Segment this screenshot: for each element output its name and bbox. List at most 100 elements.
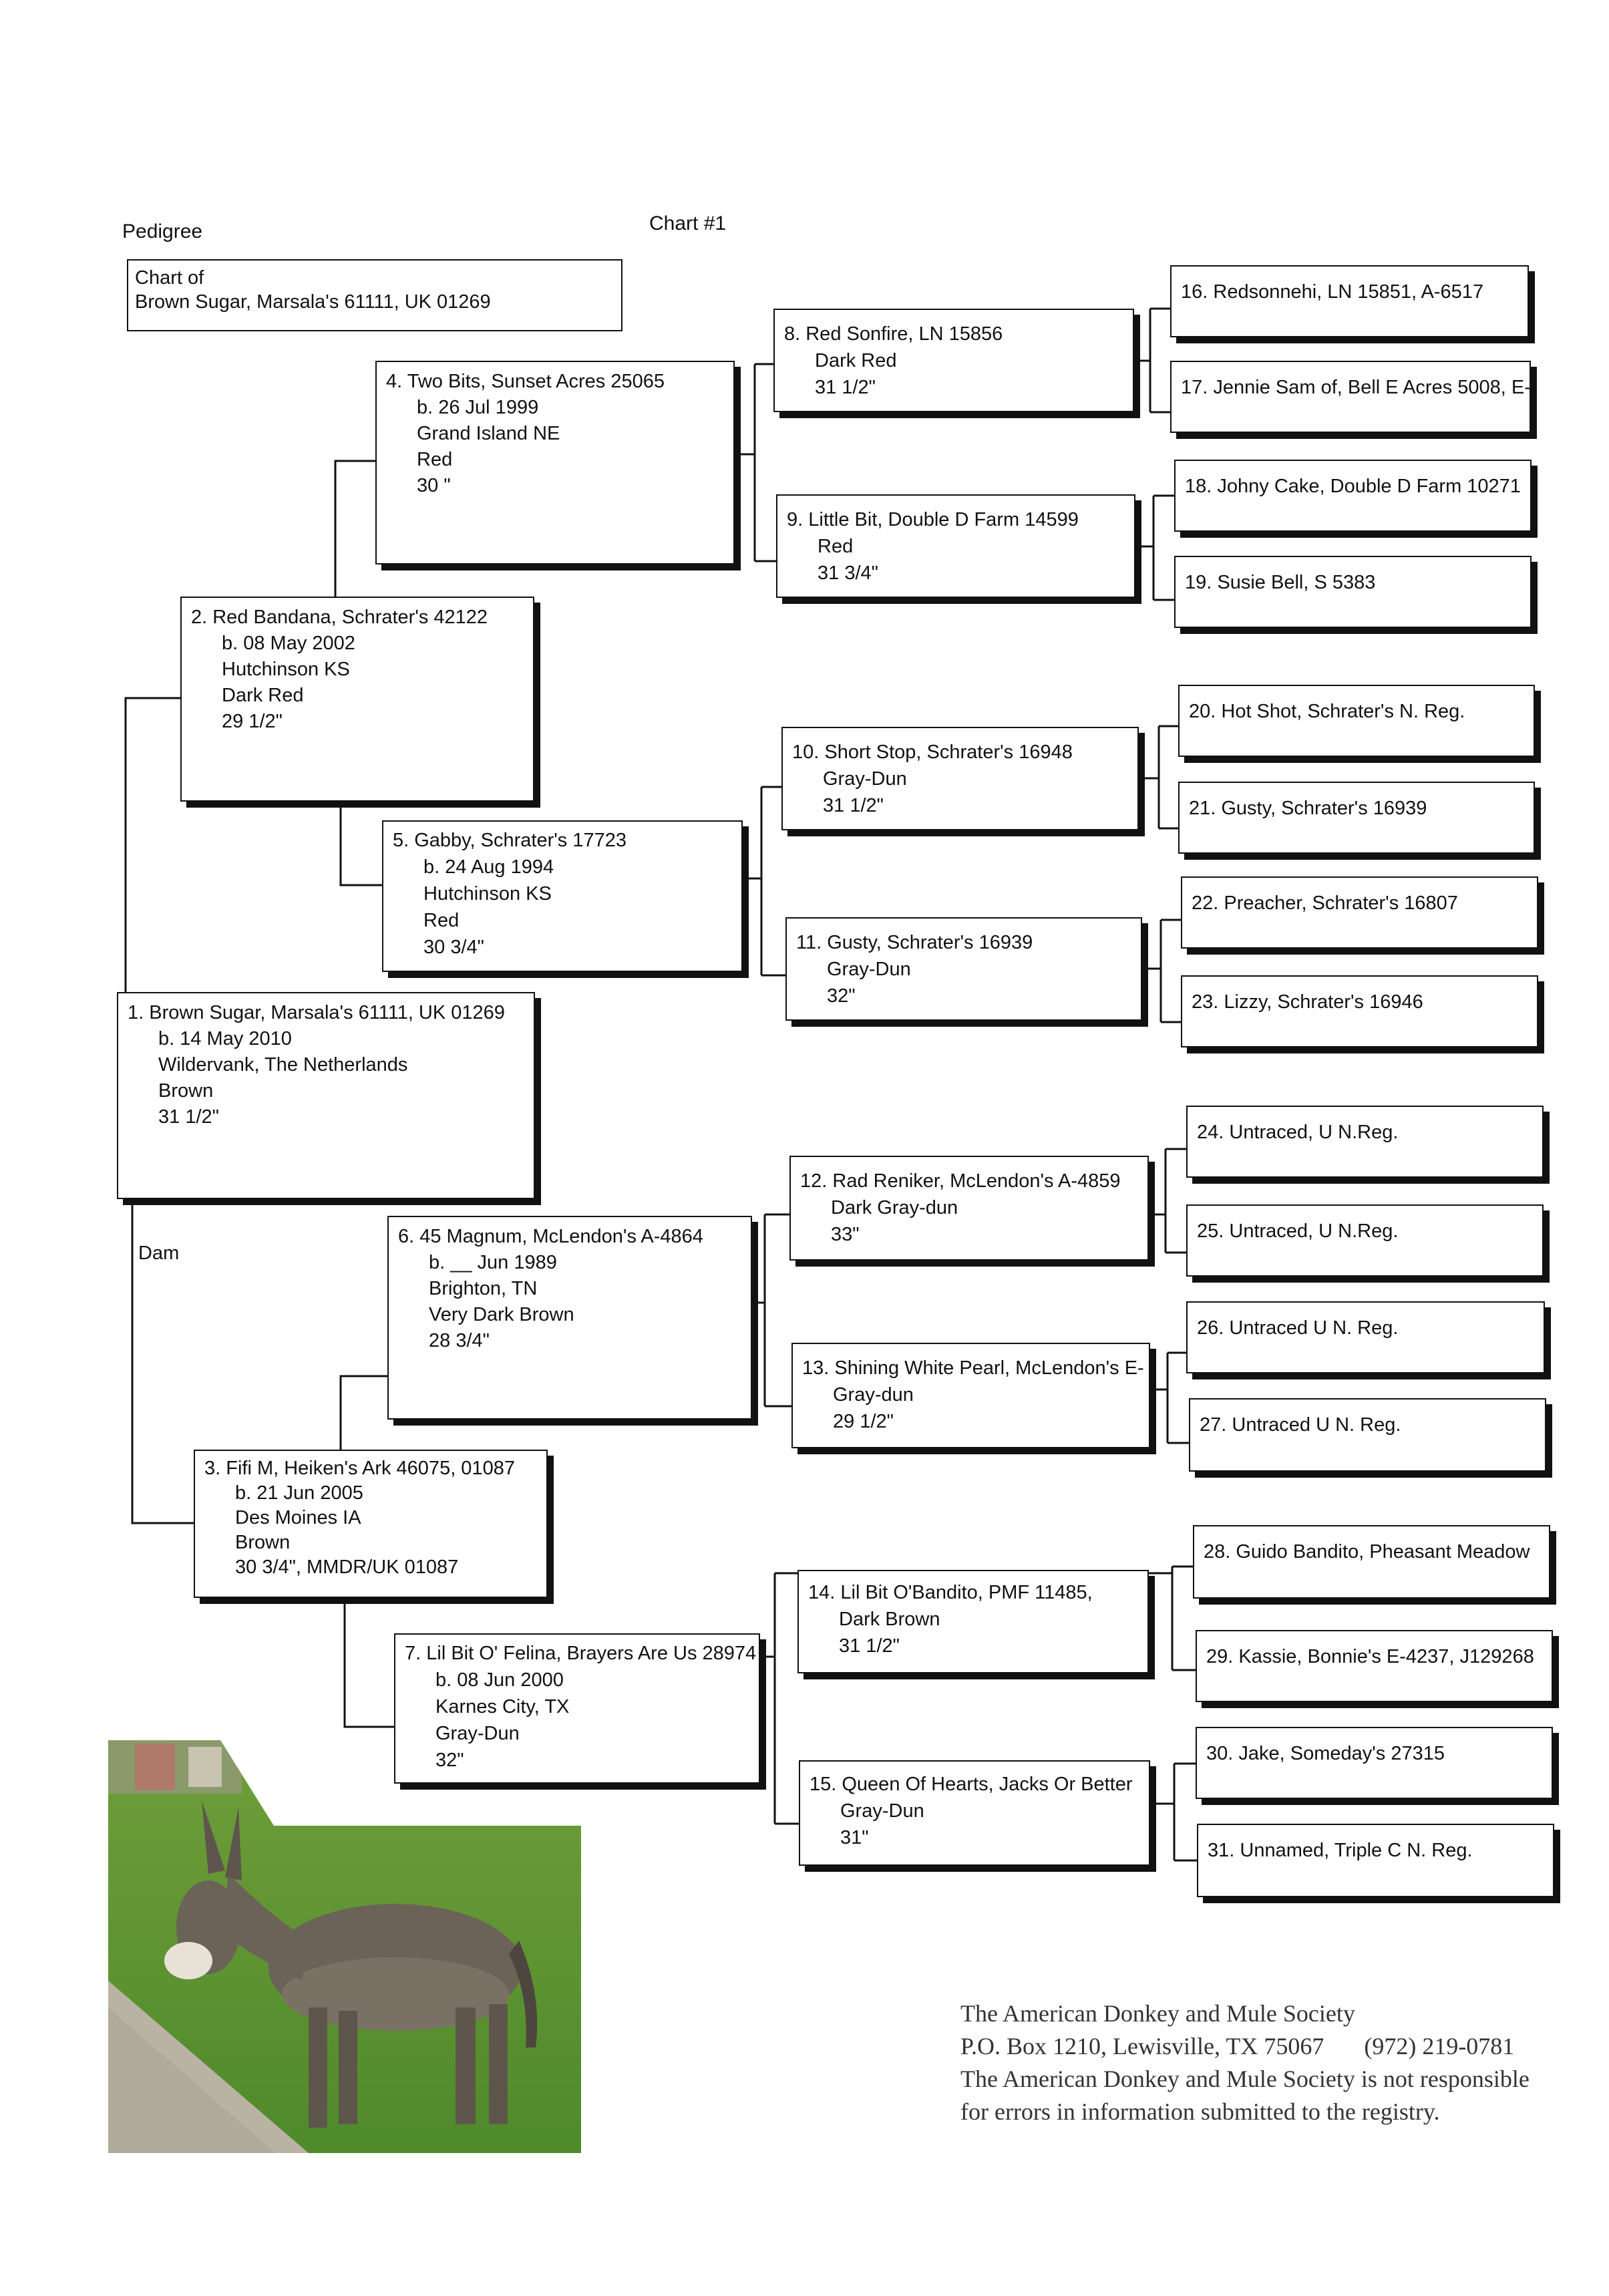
- animal-box-9: 9. Little Bit, Double D Farm 14599 Red 3…: [776, 494, 1135, 598]
- animal-name: 31. Unnamed, Triple C N. Reg.: [1208, 1837, 1544, 1864]
- animal-box-17: 17. Jennie Sam of, Bell E Acres 5008, E-: [1170, 361, 1531, 433]
- animal-name: 20. Hot Shot, Schrater's N. Reg.: [1189, 698, 1524, 725]
- animal-color: Gray-Dun: [792, 766, 1128, 792]
- animal-name: 14. Lil Bit O'Bandito, PMF 11485,: [808, 1579, 1138, 1606]
- society-footer: The American Donkey and Mule Society P.O…: [960, 1997, 1530, 2128]
- animal-name: 19. Susie Bell, S 5383: [1185, 569, 1521, 596]
- animal-name: 5. Gabby, Schrater's 17723: [393, 827, 732, 854]
- disclaimer-line-1: The American Donkey and Mule Society is …: [960, 2063, 1530, 2096]
- animal-box-18: 18. Johny Cake, Double D Farm 10271: [1174, 460, 1532, 532]
- chart-of-box: Chart of Brown Sugar, Marsala's 61111, U…: [127, 259, 622, 331]
- animal-color: Gray-Dun: [810, 1798, 1139, 1824]
- animal-color: Dark Brown: [808, 1606, 1138, 1633]
- animal-name: 18. Johny Cake, Double D Farm 10271: [1185, 473, 1521, 500]
- animal-height: 33": [800, 1221, 1138, 1248]
- animal-location: Grand Island NE: [386, 421, 724, 447]
- animal-box-10: 10. Short Stop, Schrater's 16948 Gray-Du…: [781, 727, 1139, 830]
- animal-name: 26. Untraced U N. Reg.: [1197, 1315, 1534, 1341]
- animal-name: 10. Short Stop, Schrater's 16948: [792, 739, 1128, 766]
- animal-box-30: 30. Jake, Someday's 27315: [1196, 1727, 1553, 1799]
- animal-height: 30 3/4", MMDR/UK 01087: [204, 1555, 537, 1580]
- animal-box-31: 31. Unnamed, Triple C N. Reg.: [1197, 1824, 1554, 1897]
- society-contact: P.O. Box 1210, Lewisville, TX 75067(972)…: [960, 2030, 1530, 2063]
- animal-box-6: 6. 45 Magnum, McLendon's A-4864 b. __ Ju…: [387, 1216, 752, 1420]
- animal-color: Brown: [128, 1078, 524, 1104]
- animal-box-22: 22. Preacher, Schrater's 16807: [1181, 876, 1538, 949]
- chart-number: Chart #1: [649, 212, 726, 235]
- animal-color: Dark Red: [191, 683, 524, 709]
- animal-box-5: 5. Gabby, Schrater's 17723 b. 24 Aug 199…: [382, 820, 743, 972]
- disclaimer-line-2: for errors in information submitted to t…: [960, 2096, 1530, 2128]
- animal-location: Des Moines IA: [204, 1506, 537, 1530]
- animal-height: 31 1/2": [128, 1104, 524, 1130]
- animal-birth: b. 14 May 2010: [128, 1026, 524, 1052]
- animal-birth: b. 08 Jun 2000: [405, 1667, 749, 1693]
- animal-location: Karnes City, TX: [405, 1693, 749, 1720]
- animal-height: 29 1/2": [802, 1408, 1139, 1435]
- animal-box-8: 8. Red Sonfire, LN 15856 Dark Red 31 1/2…: [773, 309, 1134, 412]
- animal-box-26: 26. Untraced U N. Reg.: [1186, 1301, 1545, 1373]
- animal-name: 16. Redsonnehi, LN 15851, A-6517: [1181, 279, 1518, 305]
- animal-name: 29. Kassie, Bonnie's E-4237, J129268: [1206, 1643, 1542, 1670]
- animal-box-25: 25. Untraced, U N.Reg.: [1186, 1204, 1544, 1277]
- animal-name: 21. Gusty, Schrater's 16939: [1189, 795, 1524, 822]
- animal-box-2: 2. Red Bandana, Schrater's 42122 b. 08 M…: [180, 597, 534, 802]
- animal-box-23: 23. Lizzy, Schrater's 16946: [1181, 975, 1538, 1047]
- animal-box-12: 12. Rad Reniker, McLendon's A-4859 Dark …: [789, 1156, 1149, 1261]
- animal-box-1: 1. Brown Sugar, Marsala's 61111, UK 0126…: [117, 992, 535, 1199]
- animal-color: Very Dark Brown: [398, 1302, 741, 1328]
- animal-color: Dark Red: [784, 347, 1123, 374]
- chart-of-label: Chart of: [135, 266, 614, 290]
- animal-box-11: 11. Gusty, Schrater's 16939 Gray-Dun 32": [785, 917, 1142, 1021]
- animal-location: Hutchinson KS: [191, 657, 524, 683]
- animal-box-28: 28. Guido Bandito, Pheasant Meadow: [1193, 1525, 1550, 1599]
- animal-box-24: 24. Untraced, U N.Reg.: [1186, 1106, 1544, 1178]
- society-phone: (972) 219-0781: [1364, 2033, 1514, 2060]
- animal-name: 4. Two Bits, Sunset Acres 25065: [386, 369, 724, 395]
- animal-name: 24. Untraced, U N.Reg.: [1197, 1119, 1533, 1146]
- animal-name: 1. Brown Sugar, Marsala's 61111, UK 0126…: [128, 1000, 524, 1026]
- animal-birth: b. 08 May 2002: [191, 631, 524, 657]
- animal-name: 15. Queen Of Hearts, Jacks Or Better: [810, 1771, 1139, 1798]
- animal-height: 30 3/4": [393, 934, 732, 961]
- animal-color: Brown: [204, 1530, 537, 1555]
- animal-box-20: 20. Hot Shot, Schrater's N. Reg.: [1178, 685, 1535, 757]
- animal-height: 32": [796, 983, 1131, 1009]
- animal-box-19: 19. Susie Bell, S 5383: [1174, 556, 1532, 628]
- animal-name: 8. Red Sonfire, LN 15856: [784, 321, 1123, 347]
- animal-color: Red: [787, 533, 1125, 560]
- animal-box-21: 21. Gusty, Schrater's 16939: [1178, 782, 1535, 854]
- animal-name: 23. Lizzy, Schrater's 16946: [1192, 989, 1528, 1015]
- animal-name: 3. Fifi M, Heiken's Ark 46075, 01087: [204, 1456, 537, 1481]
- animal-name: 13. Shining White Pearl, McLendon's E-: [802, 1355, 1139, 1381]
- donkey-photo: [108, 1740, 581, 2153]
- animal-box-3: 3. Fifi M, Heiken's Ark 46075, 01087 b. …: [194, 1450, 548, 1598]
- animal-height: 29 1/2": [191, 709, 524, 735]
- animal-name: 9. Little Bit, Double D Farm 14599: [787, 506, 1125, 533]
- animal-birth: b. __ Jun 1989: [398, 1250, 741, 1276]
- animal-box-16: 16. Redsonnehi, LN 15851, A-6517: [1170, 265, 1529, 337]
- animal-box-15: 15. Queen Of Hearts, Jacks Or Better Gra…: [799, 1760, 1150, 1866]
- animal-location: Hutchinson KS: [393, 880, 732, 907]
- animal-name: 7. Lil Bit O' Felina, Brayers Are Us 289…: [405, 1640, 749, 1667]
- animal-box-4: 4. Two Bits, Sunset Acres 25065 b. 26 Ju…: [375, 361, 735, 564]
- page-title: Pedigree: [122, 220, 202, 243]
- animal-color: Red: [393, 907, 732, 934]
- animal-location: Brighton, TN: [398, 1276, 741, 1302]
- animal-name: 6. 45 Magnum, McLendon's A-4864: [398, 1224, 741, 1250]
- animal-color: Gray-Dun: [796, 956, 1131, 983]
- animal-box-27: 27. Untraced U N. Reg.: [1189, 1398, 1546, 1472]
- animal-name: 30. Jake, Someday's 27315: [1206, 1740, 1542, 1767]
- animal-name: 25. Untraced, U N.Reg.: [1197, 1218, 1533, 1245]
- animal-height: 31 1/2": [808, 1633, 1138, 1659]
- animal-color: Dark Gray-dun: [800, 1194, 1138, 1221]
- animal-name: 28. Guido Bandito, Pheasant Meadow: [1204, 1538, 1540, 1565]
- dam-label: Dam: [138, 1243, 179, 1265]
- society-name: The American Donkey and Mule Society: [960, 1997, 1530, 2030]
- animal-color: Red: [386, 447, 724, 473]
- animal-color: Gray-dun: [802, 1381, 1139, 1408]
- animal-name: 17. Jennie Sam of, Bell E Acres 5008, E-: [1181, 374, 1520, 401]
- animal-birth: b. 24 Aug 1994: [393, 854, 732, 880]
- animal-height: 28 3/4": [398, 1328, 741, 1354]
